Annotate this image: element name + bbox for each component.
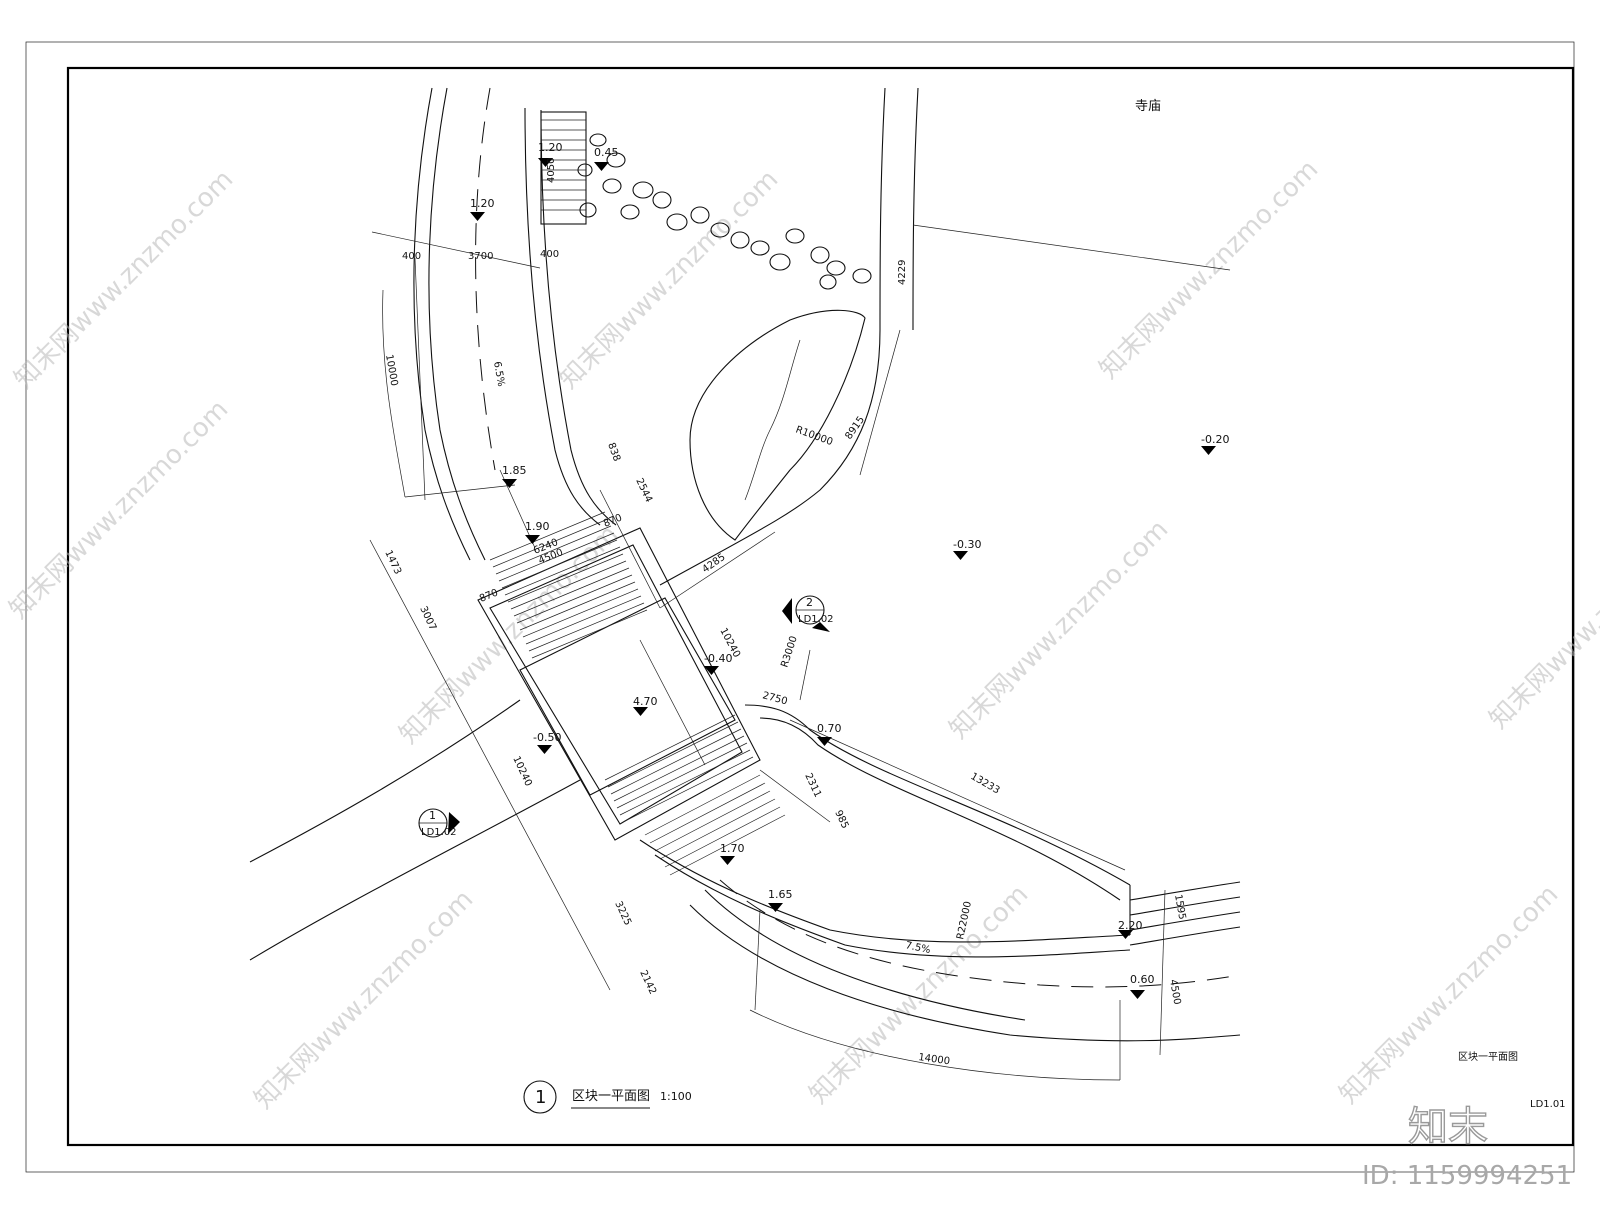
elevation-value: -0.40	[704, 652, 732, 665]
watermark-layer: 知末网www.znzmo.com 知末网www.znzmo.com 知末网www…	[4, 154, 1600, 1115]
section-marker-2: 2 LD1.02	[782, 595, 834, 632]
dimension-value: 3007	[417, 605, 438, 633]
elevation-value: -0.20	[1201, 433, 1229, 446]
upper-curved-path	[413, 87, 617, 561]
elevation-value: -0.30	[953, 538, 981, 551]
elevation-value: 0.45	[594, 146, 619, 159]
dimension-value: 870	[478, 587, 500, 604]
dimension-value: 4050	[546, 158, 557, 183]
dimension-value: R3000	[779, 635, 799, 669]
elevation-value: 1.70	[720, 842, 745, 855]
section-marker-1: 1 LD1.02	[418, 808, 460, 838]
watermark-text: 知末网www.znzmo.com	[4, 394, 235, 625]
site-logo: 知末	[1408, 1104, 1488, 1150]
elevation-value: 2.20	[1118, 919, 1143, 932]
watermark-text: 知末网www.znzmo.com	[1484, 504, 1600, 735]
section-number: 1	[429, 809, 436, 822]
lower-stairs	[604, 714, 786, 876]
dimension-value: 7.5%	[904, 940, 931, 956]
elevation-marker: 2.20	[1118, 919, 1143, 939]
elevation-value: 1.65	[768, 888, 793, 901]
watermark-text: 知末网www.znzmo.com	[554, 164, 785, 395]
dimension-value: 10000	[383, 354, 399, 387]
section-sheet: LD1.02	[798, 614, 834, 625]
dimension-value: 8915	[843, 415, 867, 442]
lower-curved-path	[639, 704, 1241, 1042]
watermark-text: 知末网www.znzmo.com	[1334, 879, 1565, 1110]
rock-detail-line	[744, 339, 801, 501]
dimension-value: 3700	[468, 251, 493, 262]
elevation-marker: 1.65	[768, 888, 793, 912]
dimension-value: 1473	[382, 549, 403, 577]
dimension-lines	[369, 231, 1166, 1081]
dimension-value: 1595	[1172, 894, 1187, 921]
elevation-marker: -0.40	[704, 652, 732, 675]
stepping-stones	[577, 133, 872, 290]
plan-title: 区块一平面图	[572, 1089, 650, 1104]
image-id: ID: 1159994251	[1362, 1161, 1572, 1191]
sheet-caption: 区块一平面图	[1458, 1051, 1518, 1063]
elevation-markers: 1.20 0.45 1.20 1.85 1.90 -0.20 -0.30 -0.…	[470, 141, 1229, 999]
dimension-value: 4229	[897, 260, 908, 285]
watermark-text: 知末网www.znzmo.com	[249, 884, 480, 1115]
elevation-value: 0.60	[1130, 973, 1155, 986]
sheet-number: LD1.01	[1530, 1099, 1566, 1110]
dimension-value: 6.5%	[491, 361, 506, 388]
dimension-value: 2544	[633, 477, 654, 505]
plan-title-number: 1	[535, 1087, 546, 1108]
elevation-marker: 1.70	[720, 842, 745, 865]
section-number: 2	[806, 596, 813, 609]
plan-title-block: 1 区块一平面图 1:100	[523, 1080, 692, 1114]
watermark-text: 知末网www.znzmo.com	[804, 879, 1035, 1110]
left-walkway	[249, 699, 581, 961]
elevation-value: -0.50	[533, 731, 561, 744]
section-sheet: LD1.02	[421, 827, 457, 838]
temple-path	[659, 87, 1231, 586]
elevation-marker: 0.70	[817, 722, 842, 746]
dimension-value: 985	[832, 809, 850, 831]
watermark-text: 知末网www.znzmo.com	[9, 164, 240, 395]
elevation-marker: 1.85	[502, 464, 527, 488]
temple-label: 寺庙	[1135, 99, 1161, 114]
dimension-value: 2311	[802, 772, 823, 800]
plan-scale: 1:100	[660, 1090, 692, 1103]
dimension-value: 4500	[1167, 979, 1182, 1006]
elevation-marker: 1.90	[525, 520, 550, 544]
rock-outline	[689, 309, 866, 541]
dimension-value: R10000	[794, 424, 834, 448]
dimension-value: 400	[402, 251, 421, 262]
elevation-marker: 0.60	[1130, 973, 1155, 999]
elevation-value: 1.85	[502, 464, 527, 477]
elevation-marker: 4.70	[633, 695, 658, 716]
elevation-marker: -0.30	[953, 538, 981, 560]
inner-sheet-border	[66, 66, 1575, 1147]
central-platform	[477, 527, 761, 841]
elevation-value: 1.20	[538, 141, 563, 154]
dimension-value: 14000	[918, 1052, 951, 1067]
elevation-marker: 0.45	[594, 146, 619, 171]
elevation-marker: 1.20	[470, 197, 495, 221]
elevation-value: 4.70	[633, 695, 658, 708]
elevation-marker: 1.20	[538, 141, 563, 167]
dimension-value: 838	[605, 441, 622, 463]
dimension-value: 10240	[510, 755, 533, 788]
elevation-value: 1.20	[470, 197, 495, 210]
dimension-value: 13233	[969, 771, 1002, 796]
upper-stairs	[489, 511, 648, 659]
dimension-value: 3225	[612, 900, 633, 928]
dimension-value: 870	[602, 512, 624, 529]
dimension-value: 2142	[637, 969, 658, 997]
dimension-value: 400	[540, 249, 559, 260]
dimension-value: 2750	[761, 690, 788, 707]
elevation-value: 1.90	[525, 520, 550, 533]
elevation-value: 0.70	[817, 722, 842, 735]
elevation-marker: -0.20	[1201, 433, 1229, 455]
elevation-marker: -0.50	[533, 731, 561, 754]
watermark-text: 知末网www.znzmo.com	[394, 519, 625, 750]
outer-sheet-border	[25, 41, 1575, 1173]
watermark-text: 知末网www.znzmo.com	[1094, 154, 1325, 385]
